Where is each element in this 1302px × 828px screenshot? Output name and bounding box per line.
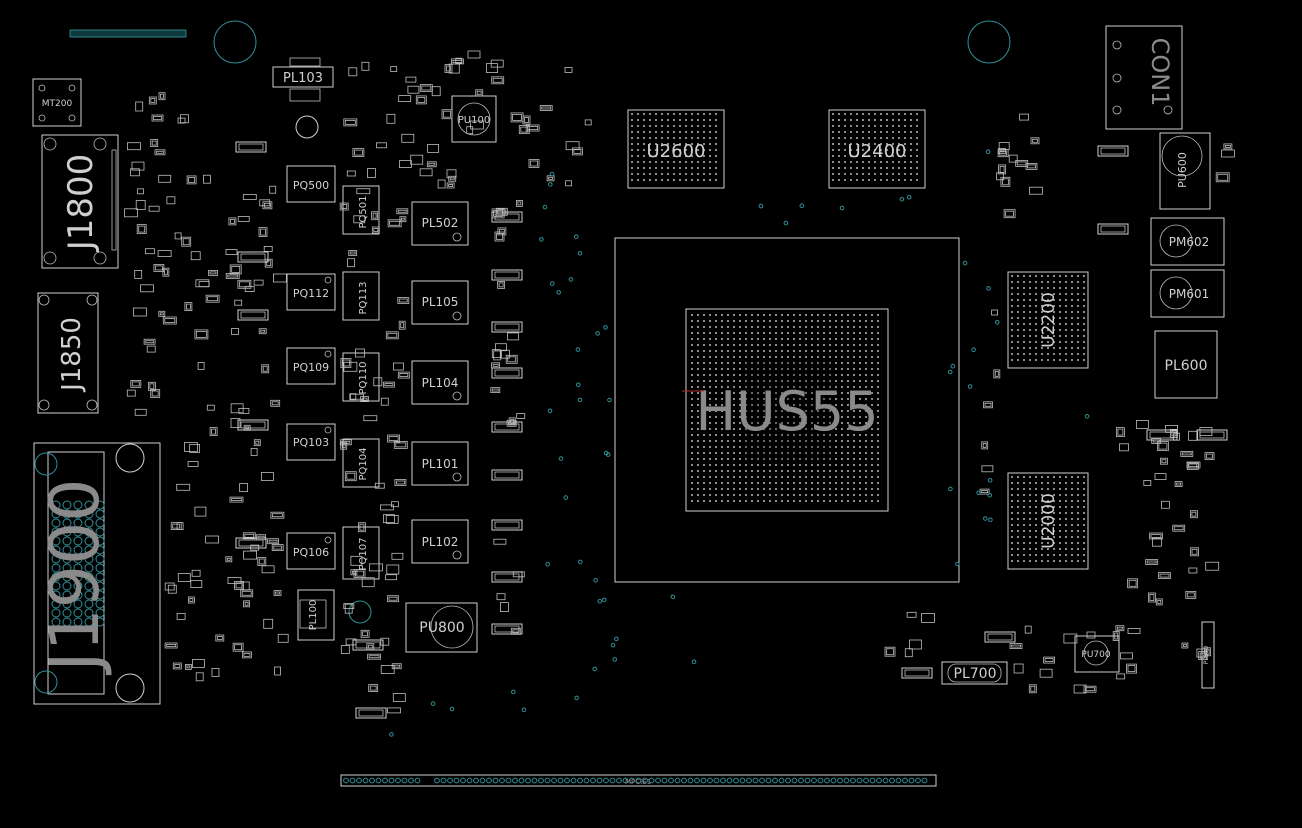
svg-text:U2200: U2200	[1039, 292, 1059, 348]
mounting-hole	[348, 600, 372, 624]
memory-u2000: U2000	[1007, 472, 1089, 570]
svg-text:PQ106: PQ106	[293, 546, 329, 559]
svg-text:U2600: U2600	[647, 141, 706, 162]
ic-pu600: PU600	[1159, 132, 1211, 210]
mosfet-pq106: PQ106	[286, 532, 336, 570]
svg-text:PU100: PU100	[458, 115, 490, 126]
mosfet-pq112: PQ112	[286, 273, 336, 311]
mosfet-pq107: PQ107	[342, 526, 380, 580]
svg-text:PU600: PU600	[1176, 152, 1189, 188]
mosfet-pm601: PM601	[1150, 269, 1225, 318]
svg-text:PQ109: PQ109	[293, 361, 329, 374]
component-mt200: MT200	[32, 78, 82, 127]
svg-text:PL102: PL102	[422, 535, 459, 549]
svg-text:PQ107: PQ107	[358, 538, 369, 571]
mosfet-pq109: PQ109	[286, 347, 336, 385]
mosfet-pq113: PQ113	[342, 271, 380, 321]
svg-text:PQ104: PQ104	[358, 448, 369, 481]
ic-pu800: PU800	[405, 602, 478, 653]
svg-text:PM601: PM601	[1169, 287, 1210, 301]
connector-con1: CON1	[1105, 25, 1183, 130]
svg-text:PL103: PL103	[283, 71, 323, 86]
svg-text:MPCIE1: MPCIE1	[625, 778, 651, 786]
gpu-main-chip: HUS55	[614, 237, 960, 583]
mosfet-pq500: PQ500	[286, 165, 336, 203]
svg-text:MT200: MT200	[42, 99, 73, 109]
inductor-pl105: PL105	[411, 280, 469, 325]
svg-text:J1800: J1800	[61, 154, 101, 253]
connector-j1850: J1850	[37, 292, 99, 414]
inductor-pl600: PL600	[1154, 330, 1218, 399]
svg-text:PL700: PL700	[954, 666, 997, 682]
svg-text:PQ103: PQ103	[293, 436, 329, 449]
inductor-pl101: PL101	[411, 441, 469, 486]
ic-pu700: PU700	[1074, 635, 1120, 673]
svg-text:PU800: PU800	[419, 620, 464, 636]
inductor-pl100: PL100	[297, 589, 335, 641]
svg-text:PQ501: PQ501	[358, 196, 369, 229]
svg-text:J1850: J1850	[57, 317, 87, 393]
svg-text:PQ110: PQ110	[358, 362, 369, 395]
passive-components	[124, 50, 1235, 719]
header-strip	[69, 29, 187, 38]
svg-text:PU700: PU700	[1081, 650, 1110, 660]
svg-text:PL105: PL105	[422, 295, 459, 309]
inductor-pl103: PL103	[272, 57, 334, 102]
svg-text:U2400: U2400	[848, 141, 907, 162]
svg-text:PM602: PM602	[1169, 235, 1210, 249]
memory-u2600: U2600	[627, 109, 725, 189]
svg-text:HUS55: HUS55	[695, 380, 878, 443]
inductor-pl104: PL104	[411, 360, 469, 405]
inductor-pl102: PL102	[411, 519, 469, 564]
svg-text:PL101: PL101	[422, 457, 459, 471]
connector-j1800: J1800	[41, 134, 119, 269]
mosfet-pq104: PQ104	[342, 438, 380, 488]
svg-text:PQ500: PQ500	[293, 179, 329, 192]
mosfet-pq103: PQ103	[286, 423, 336, 461]
svg-text:CON1: CON1	[1146, 38, 1174, 107]
svg-text:PL104: PL104	[422, 376, 459, 390]
mosfet-pm602: PM602	[1150, 217, 1225, 266]
connector-pcie: MPCIE1	[340, 774, 937, 787]
inductor-pl700: PL700	[941, 661, 1008, 685]
svg-text:U2000: U2000	[1039, 493, 1059, 549]
svg-text:PL600: PL600	[1165, 358, 1208, 374]
inductor-pl502: PL502	[411, 201, 469, 246]
memory-u2400: U2400	[828, 109, 926, 189]
svg-text:J1900: J1900	[36, 478, 115, 675]
connector-j1900: J1900	[33, 442, 161, 705]
svg-text:PQ112: PQ112	[293, 287, 329, 300]
svg-text:PL100: PL100	[308, 600, 319, 631]
vias	[389, 149, 1090, 737]
svg-text:PQ113: PQ113	[358, 282, 369, 315]
mounting-hole	[967, 20, 1011, 64]
svg-text:PL502: PL502	[422, 216, 459, 230]
mounting-hole	[213, 20, 257, 64]
memory-u2200: U2200	[1007, 271, 1089, 369]
